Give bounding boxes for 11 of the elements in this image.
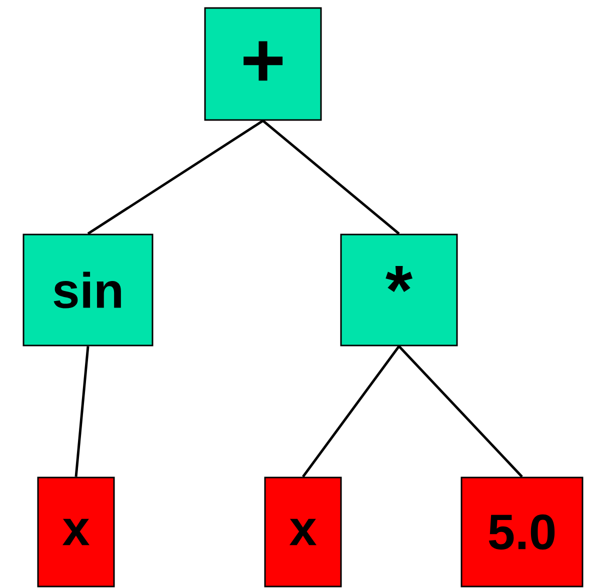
- connector-line: [87, 120, 264, 235]
- connector-line: [398, 345, 523, 478]
- connector-line: [74, 346, 90, 477]
- leaf-box: x: [37, 476, 115, 588]
- connector-line: [262, 120, 400, 235]
- leaf-box: x: [264, 476, 342, 588]
- leaf-box: 5.0: [460, 476, 584, 588]
- operator-box: sin: [22, 234, 154, 346]
- operator-box: *: [340, 234, 458, 346]
- connector-line: [302, 346, 400, 478]
- operator-box: +: [204, 7, 322, 121]
